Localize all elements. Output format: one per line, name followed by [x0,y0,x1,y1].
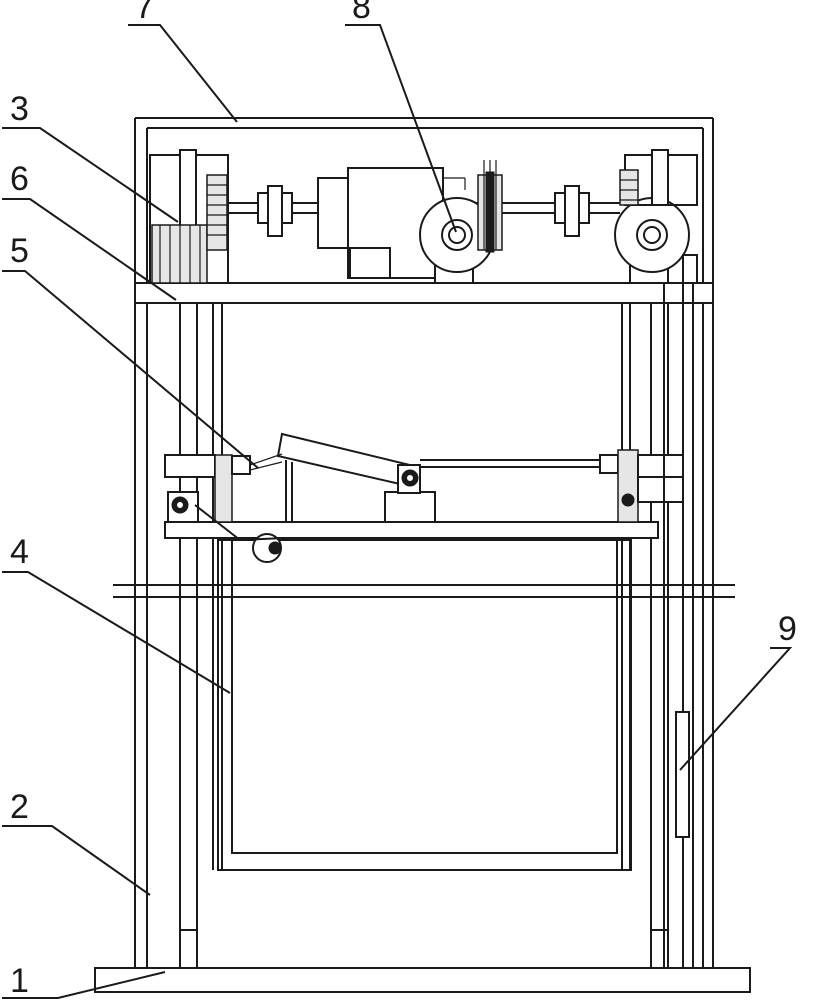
right-guide-column [622,260,693,968]
hanging-frame [218,540,631,870]
right-winch-drum [615,198,689,283]
left-bevel-gear-box [150,150,228,283]
pull-rod [420,455,618,473]
part-label-7: 7 [135,0,154,26]
base-plate [95,968,750,992]
part-label-4: 4 [10,533,29,571]
carriage-plate [165,522,658,538]
right-coupling [555,186,589,236]
left-carriage-block [165,455,285,562]
left-coupling [258,186,292,236]
part-label-8: 8 [352,0,371,26]
top-platform [135,283,713,303]
pulley [478,160,502,252]
left-guide-column [180,303,222,968]
part-label-6: 6 [10,160,29,198]
part-label-5: 5 [10,232,29,270]
cross-rail [113,585,735,597]
part-label-9: 9 [778,610,797,648]
tilt-arm [250,434,435,522]
part-label-3: 3 [10,90,29,128]
part-label-2: 2 [10,788,29,826]
part-label-1: 1 [10,962,29,1000]
